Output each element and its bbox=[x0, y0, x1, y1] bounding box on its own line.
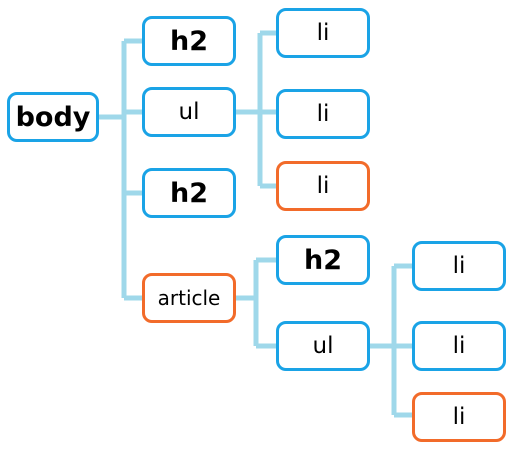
node-li-6: li bbox=[412, 392, 506, 442]
node-h2-first: h2 bbox=[142, 16, 236, 66]
node-article-label: article bbox=[157, 286, 221, 310]
node-li-6-label: li bbox=[452, 403, 466, 430]
node-article: article bbox=[142, 273, 236, 323]
node-h2-second-label: h2 bbox=[169, 177, 208, 209]
node-ul-article-label: ul bbox=[312, 332, 334, 359]
node-li-5: li bbox=[412, 321, 506, 371]
node-li-5-label: li bbox=[452, 332, 466, 359]
node-li-3: li bbox=[276, 161, 370, 211]
node-ul-first-label: ul bbox=[178, 98, 200, 125]
node-body: body bbox=[7, 92, 99, 142]
node-li-4-label: li bbox=[452, 252, 466, 279]
node-li-2: li bbox=[276, 89, 370, 139]
node-h2-first-label: h2 bbox=[169, 25, 208, 57]
node-li-1: li bbox=[276, 8, 370, 58]
node-ul-article: ul bbox=[276, 321, 370, 371]
node-li-4: li bbox=[412, 241, 506, 291]
node-h2-article: h2 bbox=[276, 235, 370, 285]
node-h2-second: h2 bbox=[142, 168, 236, 218]
node-li-2-label: li bbox=[316, 100, 330, 127]
node-body-label: body bbox=[15, 101, 91, 133]
node-h2-article-label: h2 bbox=[303, 244, 342, 276]
node-li-1-label: li bbox=[316, 19, 330, 46]
node-li-3-label: li bbox=[316, 172, 330, 199]
node-ul-first: ul bbox=[142, 87, 236, 137]
